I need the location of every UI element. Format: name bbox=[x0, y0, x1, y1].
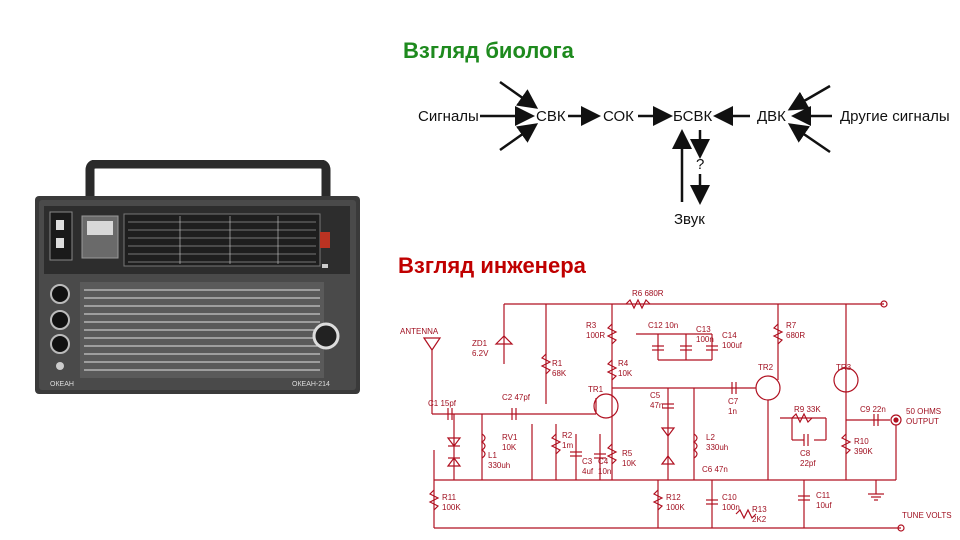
r10-value: 390K bbox=[854, 447, 873, 456]
r9-label: R9 33K bbox=[794, 405, 821, 414]
c9-label: C9 22n bbox=[860, 405, 886, 414]
r10-label: R10 bbox=[854, 437, 869, 446]
sok-node: СОК bbox=[603, 108, 634, 125]
l1-label: L1 bbox=[488, 451, 497, 460]
sound-label: Звук bbox=[674, 211, 705, 228]
c14-label: C14 bbox=[722, 331, 737, 340]
c13-value: 100n bbox=[696, 335, 714, 344]
r7-value: 680R bbox=[786, 331, 805, 340]
question-mark: ? bbox=[696, 156, 704, 173]
r1-value: 68K bbox=[552, 369, 567, 378]
rv1-label: RV1 bbox=[502, 433, 518, 442]
bsvk-node: БСВК bbox=[673, 108, 713, 125]
tr1-label: TR1 bbox=[588, 385, 604, 394]
r13-value: 2K2 bbox=[752, 515, 767, 524]
radio-brand-label: ОКЕАН bbox=[50, 381, 74, 388]
r2-label: R2 bbox=[562, 431, 573, 440]
rv1-value: 10K bbox=[502, 443, 517, 452]
zd1-value: 6.2V bbox=[472, 349, 489, 358]
signals-label: Сигналы bbox=[418, 108, 479, 125]
c14-value: 100uf bbox=[722, 341, 743, 350]
l1-value: 330uh bbox=[488, 461, 510, 470]
radio-receiver-image: ОКЕАН ОКЕАН-214 bbox=[35, 160, 360, 394]
r6-label: R6 680R bbox=[632, 289, 664, 298]
c3-value: 4uf bbox=[582, 467, 594, 476]
dvk-node: ДВК bbox=[757, 108, 786, 125]
c13-label: C13 bbox=[696, 325, 711, 334]
r7-label: R7 bbox=[786, 321, 797, 330]
r11-value: 100K bbox=[442, 503, 461, 512]
r12-value: 100K bbox=[666, 503, 685, 512]
c6-label: C6 47n bbox=[702, 465, 728, 474]
r3-label: R3 bbox=[586, 321, 597, 330]
tune-volts-label: TUNE VOLTS bbox=[902, 511, 952, 520]
antenna-label: ANTENNA bbox=[400, 327, 439, 336]
r4-value: 10K bbox=[618, 369, 633, 378]
c8-value: 22pf bbox=[800, 459, 816, 468]
radio-circuit-schematic: R6 680R ANTENNA ZD1 6.2V R3 100R C12 10n… bbox=[400, 289, 952, 532]
r4-label: R4 bbox=[618, 359, 629, 368]
r5-value: 10K bbox=[622, 459, 637, 468]
c10-value: 100n bbox=[722, 503, 740, 512]
svk-node: СВК bbox=[536, 108, 566, 125]
c4-value: 10n bbox=[598, 467, 611, 476]
other-signals-label: Другие сигналы bbox=[840, 108, 950, 125]
c4-label: C4 bbox=[598, 457, 609, 466]
c12-label: C12 10n bbox=[648, 321, 678, 330]
l2-label: L2 bbox=[706, 433, 715, 442]
c5-value: 47n bbox=[650, 401, 663, 410]
biologist-view-title: Взгляд биолога bbox=[403, 38, 574, 63]
c2-label: C2 47pf bbox=[502, 393, 531, 402]
r11-label: R11 bbox=[442, 493, 457, 502]
r3-value: 100R bbox=[586, 331, 605, 340]
c5-label: C5 bbox=[650, 391, 661, 400]
c3-label: C3 bbox=[582, 457, 593, 466]
c7-value: 1n bbox=[728, 407, 737, 416]
tr3-label: TR3 bbox=[836, 363, 852, 372]
c10-label: C10 bbox=[722, 493, 737, 502]
c11-value: 10uf bbox=[816, 501, 832, 510]
l2-value: 330uh bbox=[706, 443, 728, 452]
tr2-label: TR2 bbox=[758, 363, 774, 372]
r12-label: R12 bbox=[666, 493, 681, 502]
c11-label: C11 bbox=[816, 491, 831, 500]
zd1-label: ZD1 bbox=[472, 339, 488, 348]
engineer-view-title: Взгляд инженера bbox=[398, 253, 586, 278]
ohms-label: 50 OHMS bbox=[906, 407, 941, 416]
c7-label: C7 bbox=[728, 397, 739, 406]
biologist-block-diagram: Сигналы СВК СОК БСВК ДВК Другие сигналы … bbox=[418, 80, 950, 228]
output-label: OUTPUT bbox=[906, 417, 939, 426]
r2-value: 1m bbox=[562, 441, 573, 450]
radio-model-label: ОКЕАН-214 bbox=[292, 381, 330, 388]
r5-label: R5 bbox=[622, 449, 633, 458]
c8-label: C8 bbox=[800, 449, 811, 458]
r1-label: R1 bbox=[552, 359, 563, 368]
c1-label: C1 15pf bbox=[428, 399, 457, 408]
r13-label: R13 bbox=[752, 505, 767, 514]
